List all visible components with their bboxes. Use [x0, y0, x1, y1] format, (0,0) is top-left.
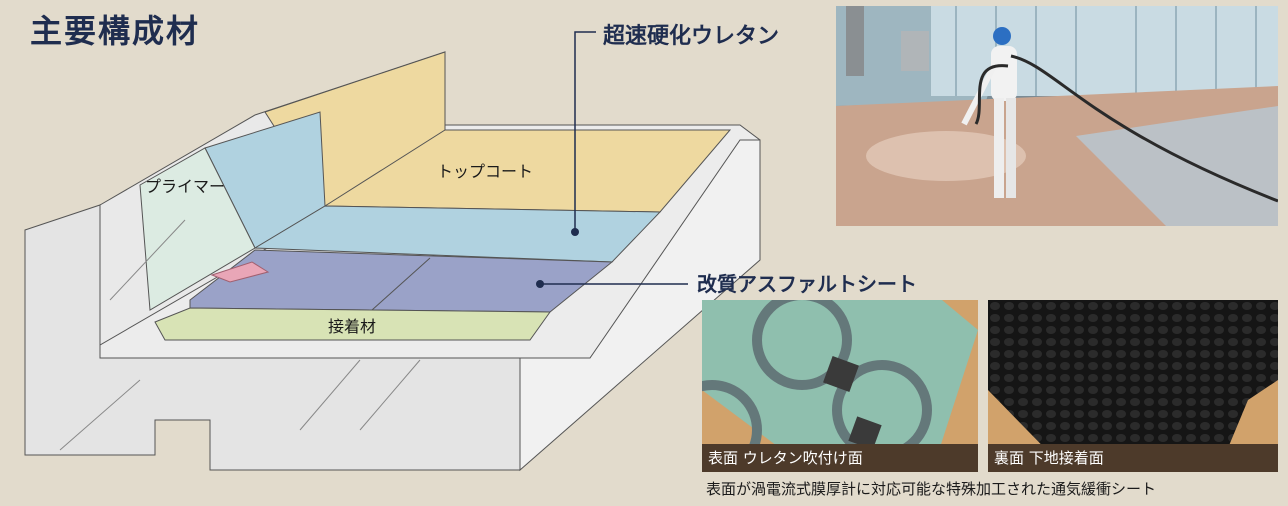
urethane-callout-line	[574, 31, 596, 232]
urethane-callout: 超速硬化ウレタン	[603, 24, 780, 49]
page-title: 主要構成材	[30, 12, 201, 50]
vent-mesh	[210, 261, 270, 283]
topcoat-label: トップコート	[437, 162, 533, 181]
asphalt-sheet-callout: 改質アスファルトシート	[697, 272, 917, 296]
primer-label: プライマー	[145, 177, 225, 196]
sheet-back-photo: 裏面 下地接着面	[988, 300, 1278, 472]
sheet-front-caption: 表面 ウレタン吹付け面	[702, 444, 978, 472]
spray-photo	[836, 6, 1278, 226]
sheet-front-photo: 表面 ウレタン吹付け面	[702, 300, 978, 472]
urethane-layer	[253, 205, 662, 263]
adhesive-label: 接着材	[328, 317, 376, 336]
adhesive-layer	[154, 307, 551, 341]
sheet-description: 表面が渦電流式膜厚計に対応可能な特殊加工された通気緩衝シート	[706, 480, 1157, 498]
asphalt-callout-dot	[536, 280, 544, 288]
asphalt-sheet-layer	[189, 249, 614, 313]
urethane-callout-dot	[571, 228, 579, 236]
primer-parapet	[139, 147, 256, 311]
sheet-back-caption: 裏面 下地接着面	[988, 444, 1278, 472]
